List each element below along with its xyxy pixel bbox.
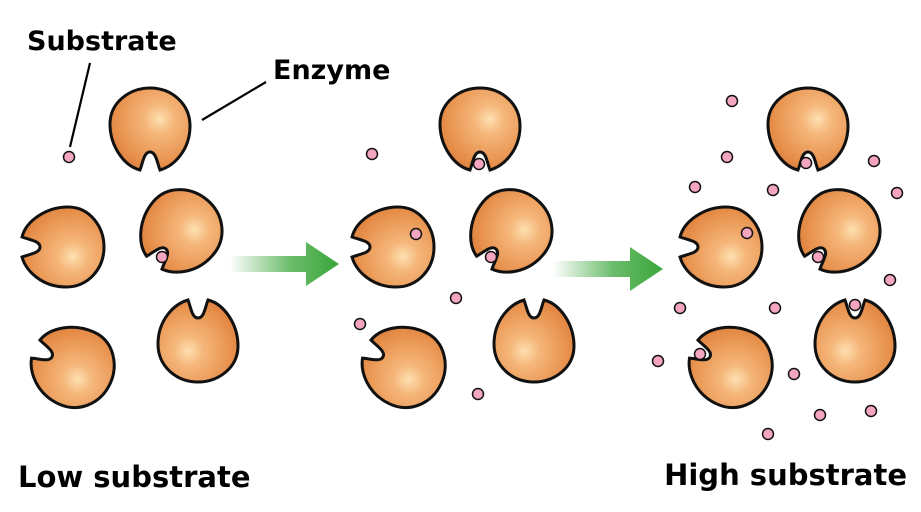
panel-low-substrate: Substrate Enzyme Low substrate (17, 26, 390, 494)
enzyme (813, 298, 897, 384)
enzyme (156, 298, 240, 384)
substrate-molecule (799, 156, 813, 170)
enzyme (438, 86, 522, 172)
substrate-molecule (813, 408, 827, 422)
substrate-molecule (409, 227, 423, 241)
panel-medium-substrate (348, 86, 576, 422)
substrate-molecule (867, 154, 881, 168)
substrate-molecule (673, 301, 687, 315)
substrate-molecule (740, 226, 754, 240)
substrate-molecule (688, 180, 702, 194)
enzyme-leader-line (201, 81, 267, 121)
substrate-molecule (155, 250, 169, 264)
enzyme-label: Enzyme (273, 55, 390, 86)
substrate-leader-line (68, 62, 92, 148)
enzyme (108, 86, 192, 172)
substrate-molecule (365, 147, 379, 161)
enzyme (122, 172, 240, 290)
substrate-molecule (484, 250, 498, 264)
substrate-molecule (848, 298, 862, 312)
substrate-molecule (811, 250, 825, 264)
substrate-molecule (864, 404, 878, 418)
substrate-molecule (768, 301, 782, 315)
enzyme (492, 298, 576, 384)
substrate-molecule (651, 354, 665, 368)
substrate-molecule (693, 347, 707, 361)
enzyme (348, 311, 460, 422)
substrate-molecule (720, 150, 734, 164)
substrate-molecule (472, 157, 486, 171)
substrate-molecule (883, 273, 897, 287)
enzyme (678, 205, 764, 289)
enzyme (20, 205, 106, 289)
enzyme (350, 205, 436, 289)
enzyme (452, 172, 570, 290)
arrow-2 (553, 247, 663, 291)
enzyme (780, 172, 898, 290)
substrate-molecule (890, 186, 904, 200)
substrate-molecule (766, 183, 780, 197)
substrate-molecule (353, 317, 367, 331)
enzyme (17, 311, 129, 422)
enzyme (675, 311, 787, 422)
substrate-label: Substrate (27, 26, 177, 57)
substrate-molecule (725, 94, 739, 108)
high-substrate-label: High substrate (664, 458, 907, 492)
substrate-molecule (449, 291, 463, 305)
arrow-1 (230, 242, 339, 286)
substrate-molecule (787, 367, 801, 381)
panel-high-substrate: High substrate (651, 86, 907, 492)
low-substrate-label: Low substrate (18, 460, 250, 494)
substrate-molecule (62, 150, 76, 164)
substrate-molecule (761, 427, 775, 441)
substrate-molecule (471, 387, 485, 401)
